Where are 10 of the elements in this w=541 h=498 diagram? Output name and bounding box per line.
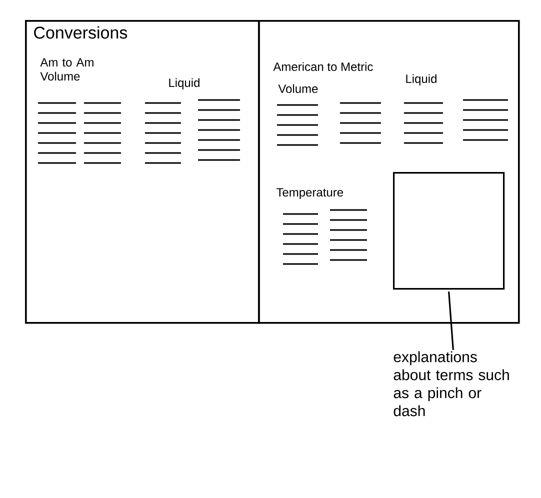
section-label: Liquid	[406, 74, 436, 86]
annotation-text: explanations about terms such as a pinch or dash	[394, 351, 509, 416]
section-label: Am to Am Volume	[40, 58, 94, 81]
leader-line	[448, 292, 454, 350]
section-label: Liquid	[169, 78, 200, 90]
explanation-box	[393, 172, 505, 290]
heading: American to Metric	[273, 62, 373, 71]
heading: Conversions	[34, 26, 128, 39]
section-label: Temperature	[276, 188, 344, 199]
section-label: Volume	[278, 84, 318, 93]
